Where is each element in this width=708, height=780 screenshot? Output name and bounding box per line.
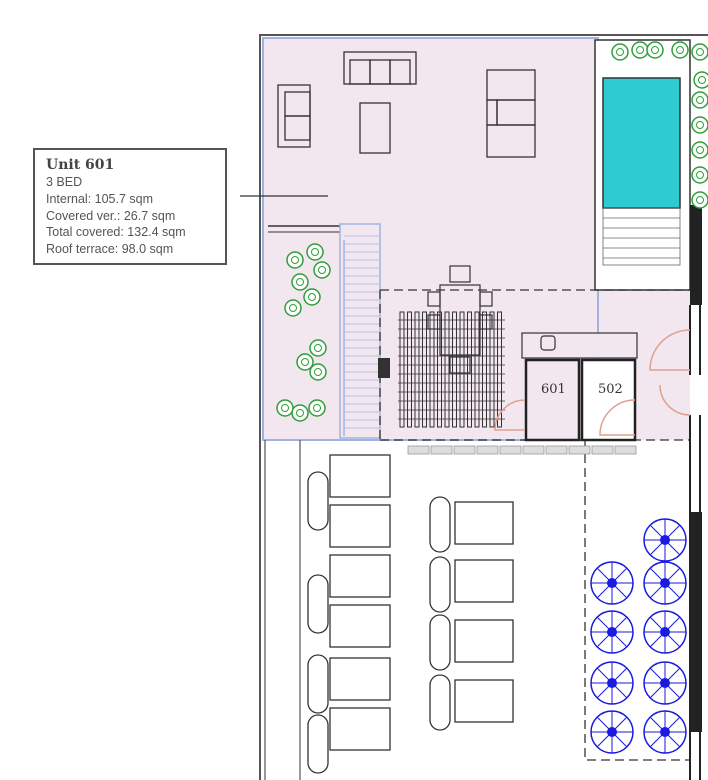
plant-icon: [691, 91, 708, 109]
sunbed: [454, 501, 514, 545]
terrace-loungers: [486, 69, 536, 158]
pergola-slat: [407, 311, 412, 428]
sunbed: [329, 454, 391, 498]
unit-total-covered: Total covered: 132.4 sqm: [46, 225, 186, 240]
sunbed-cushion: [429, 556, 451, 613]
plants: [276, 41, 708, 422]
door-swings: [494, 329, 691, 436]
planter: [453, 445, 476, 455]
sunbed: [329, 657, 391, 701]
pergola-slat: [444, 311, 450, 428]
unit-info-card: Unit 601 3 BED Internal: 105.7 sqm Cover…: [33, 148, 227, 265]
sunbed: [329, 707, 391, 751]
sunbed: [454, 559, 514, 603]
plant-icon: [693, 71, 708, 89]
sunbed: [454, 619, 514, 663]
plant-icon: [691, 141, 708, 159]
plant-icon: [313, 261, 331, 279]
plant-icon: [631, 41, 649, 59]
plant-icon: [308, 399, 326, 417]
pool-steps: [602, 207, 681, 266]
pergola-slats: [398, 311, 505, 428]
covered-area-outline: [379, 289, 690, 761]
sunbed: [329, 604, 391, 648]
plant-icon: [296, 353, 314, 371]
unit-roof-terrace: Roof terrace: 98.0 sqm: [46, 242, 174, 257]
swimming-pool: [602, 77, 681, 209]
sunbed: [329, 554, 391, 598]
unit-internal-area: Internal: 105.7 sqm: [46, 191, 154, 206]
sunbed-cushion: [307, 714, 329, 774]
plant-icon: [691, 43, 708, 61]
sunbed-cushion: [429, 674, 451, 731]
plant-icon: [671, 41, 689, 59]
unit-covered-veranda: Covered ver.: 26.7 sqm: [46, 208, 176, 223]
plant-icon: [284, 299, 302, 317]
umbrella-plants: [590, 518, 687, 754]
sunbed-cushion: [307, 654, 329, 714]
pergola-slat: [399, 311, 405, 428]
planter: [614, 445, 637, 455]
room-label-502: 502: [598, 382, 623, 397]
sunbed-cushion: [429, 496, 451, 553]
sunbed-area: [307, 454, 514, 774]
plant-icon: [303, 288, 321, 306]
planter-row: [407, 445, 637, 455]
pergola-slat: [422, 311, 427, 428]
planter: [430, 445, 453, 455]
staircase: [339, 223, 381, 439]
pergola-slat: [429, 311, 435, 428]
plant-icon: [691, 191, 708, 209]
pergola-slat: [459, 311, 465, 428]
planter: [591, 445, 614, 455]
sink-icon: [540, 335, 556, 351]
coffee-table: [359, 102, 391, 154]
sunbed: [329, 504, 391, 548]
pergola-slat: [452, 311, 457, 428]
sunbed-cushion: [307, 574, 329, 634]
unit-title: Unit 601: [46, 157, 115, 173]
plant-icon: [286, 251, 304, 269]
plant-icon: [691, 166, 708, 184]
plant-icon: [691, 116, 708, 134]
plant-icon: [306, 243, 324, 261]
planter: [545, 445, 568, 455]
plant-icon: [309, 363, 327, 381]
pergola-slat: [437, 311, 442, 428]
room-label-601: 601: [541, 382, 566, 397]
plant-icon: [276, 399, 294, 417]
sofa: [277, 51, 417, 154]
storage-room-601: [524, 358, 581, 442]
planter: [499, 445, 522, 455]
wall: [690, 205, 702, 305]
pergola-slat: [467, 311, 472, 428]
pergola-slat: [482, 311, 487, 428]
plant-icon: [291, 404, 309, 422]
pergola-slat: [474, 311, 480, 428]
plant-icon: [646, 41, 664, 59]
planter: [407, 445, 430, 455]
sunbed-cushion: [307, 471, 329, 531]
planter: [568, 445, 591, 455]
sunbed: [454, 679, 514, 723]
plant-icon: [611, 43, 629, 61]
unit-bedrooms: 3 BED: [46, 175, 83, 189]
pergola-slat: [414, 311, 420, 428]
planter: [476, 445, 499, 455]
sunbed-cushion: [429, 614, 451, 671]
pergola-slat: [497, 311, 502, 428]
pergola-slat: [489, 311, 495, 428]
kitchen-counter: [521, 332, 638, 359]
planter: [522, 445, 545, 455]
plant-icon: [291, 273, 309, 291]
storage-room-502: [580, 358, 637, 442]
plant-icon: [309, 339, 327, 357]
